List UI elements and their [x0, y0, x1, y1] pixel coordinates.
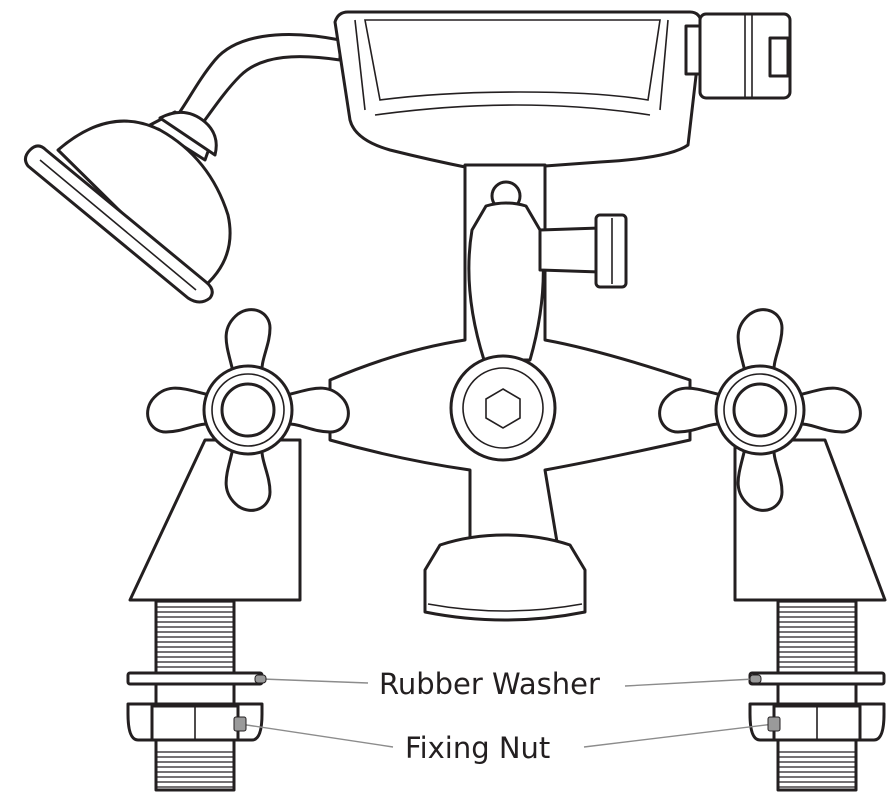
right-threaded-tail: [776, 594, 858, 792]
bath-spout: [423, 533, 587, 622]
rubber-washer-leader-left: [261, 678, 369, 684]
rubber-washer-marker-left: [254, 674, 267, 684]
fixing-nut-leader-left: [239, 723, 394, 748]
right-tail-threads: [779, 601, 855, 788]
shower-handset: [23, 110, 232, 304]
left-tail-threads: [157, 601, 233, 788]
rubber-washer-label: Rubber Washer: [379, 667, 600, 701]
left-threaded-tail: [154, 594, 236, 792]
side-outlet: [538, 213, 628, 289]
hose-connector: [684, 12, 792, 100]
right-fixing-nut: [748, 702, 886, 742]
fixing-nut-leader-right: [583, 723, 775, 748]
right-cross-handle: [658, 308, 862, 512]
fixing-nut-marker-right: [767, 716, 781, 732]
fixing-nut-marker-left: [233, 716, 247, 732]
right-rubber-washer: [748, 671, 886, 686]
left-cross-handle: [146, 308, 350, 512]
rubber-washer-marker-right: [749, 674, 762, 684]
diverter-lever: [467, 180, 545, 362]
left-rubber-washer: [126, 671, 264, 686]
rubber-washer-leader-right: [624, 678, 755, 687]
left-fixing-nut: [126, 702, 264, 742]
handset-cradle: [333, 10, 704, 170]
fixing-nut-label: Fixing Nut: [405, 731, 550, 765]
center-hub: [449, 354, 557, 462]
